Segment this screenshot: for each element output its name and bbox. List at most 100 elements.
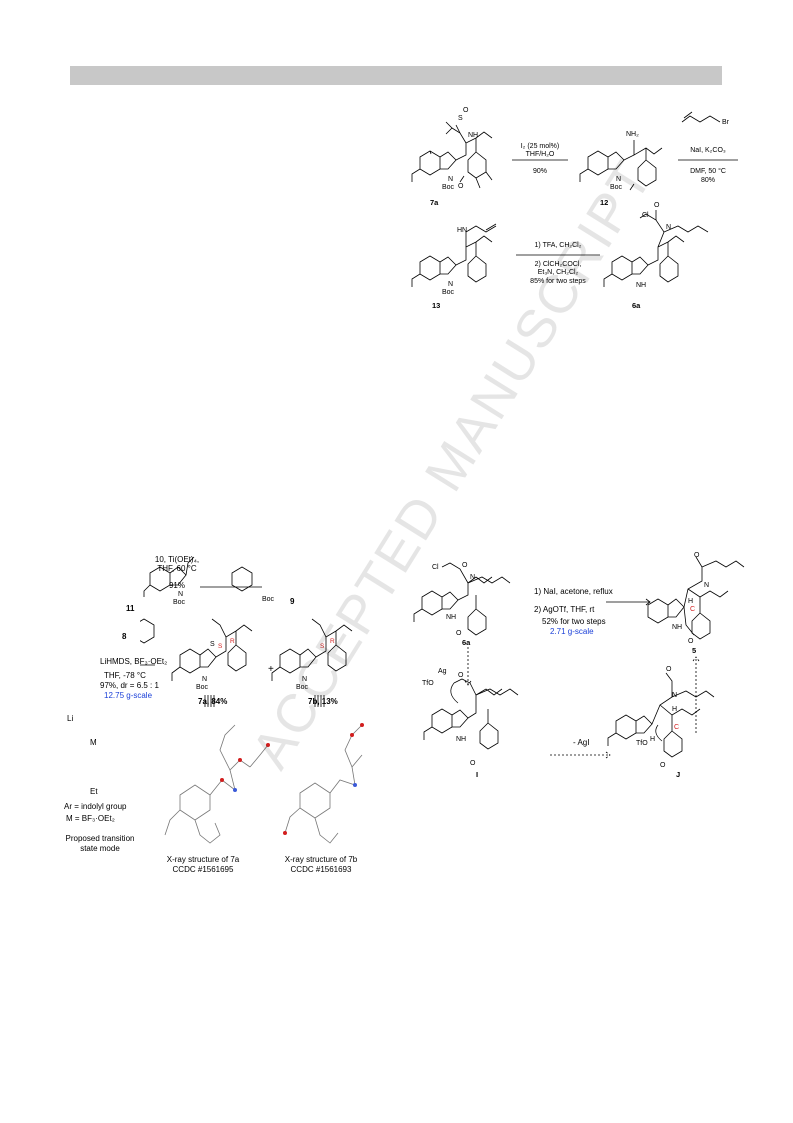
svg-text:HN: HN (457, 227, 467, 234)
label-13: 13 (432, 301, 440, 310)
svg-text:Cl: Cl (432, 564, 439, 571)
label-I: I (476, 770, 478, 779)
ts-title-2: state mode (80, 844, 120, 853)
step3-line2: 2) ClCH₂COCl, (535, 261, 582, 268)
step2-reagent: NaI, K₂CO₃ (690, 147, 726, 154)
step3-line3: Et₃N, CH₂Cl₂ (538, 269, 579, 276)
right-step-line4: 2.71 g-scale (550, 627, 594, 636)
svg-text:O: O (462, 562, 468, 569)
svg-text:H: H (672, 706, 677, 713)
svg-text:NH: NH (636, 282, 646, 289)
right-step-line1: 1) NaI, acetone, reflux (534, 587, 613, 596)
svg-text:N: N (470, 574, 475, 581)
right-step-line2: 2) AgOTf, THF, rt (534, 605, 595, 614)
xray-7a-line1: X-ray structure of 7a (166, 855, 240, 864)
svg-text:N: N (178, 591, 183, 598)
label-7a: 7a (430, 198, 439, 207)
ts-m-atom: M (90, 738, 97, 747)
scheme-top-drawing: N Boc S O NH O N Boc NH₂ Br N Boc HN NH … (411, 107, 738, 310)
svg-text:Boc: Boc (196, 684, 209, 691)
label-12: 12 (600, 198, 608, 207)
svg-text:R: R (330, 638, 335, 645)
svg-text:O: O (666, 666, 672, 673)
step-b-line1: LiHMDS, BF₃·OEt₂ (100, 657, 168, 666)
svg-text:O: O (458, 672, 464, 679)
product-7b: 7b, 13% (308, 697, 338, 706)
step-a-yield: 91% (168, 581, 185, 590)
svg-text:O: O (688, 638, 694, 645)
svg-text:TfO: TfO (422, 680, 434, 687)
svg-text:TfO: TfO (636, 740, 648, 747)
step1-reagent: I₂ (25 mol%) (521, 143, 560, 150)
svg-text:N: N (302, 676, 307, 683)
step-b-line2: THF, -78 °C (104, 671, 146, 680)
svg-text:N: N (616, 176, 621, 183)
svg-text:S: S (320, 643, 325, 650)
svg-text:Cl: Cl (642, 212, 649, 219)
svg-text:R: R (230, 638, 235, 645)
step-a-line1: 10, Ti(OEt)₄, (154, 555, 200, 564)
svg-text:O: O (470, 760, 476, 767)
svg-text:O: O (654, 202, 660, 209)
step-a-line2: THF, 60 °C (157, 564, 197, 573)
scheme-right-drawing: Cl O N NH O O N NH H O Ag TfO O NH O O N… (413, 552, 745, 779)
step3-line1: 1) TFA, CH₂Cl₂ (535, 242, 582, 249)
svg-text:S: S (458, 115, 463, 122)
svg-text:Boc: Boc (442, 289, 455, 296)
svg-text:N: N (448, 176, 453, 183)
svg-text:O: O (456, 630, 462, 637)
svg-text:O: O (660, 762, 666, 769)
label-11: 11 (126, 604, 135, 613)
svg-text:O: O (458, 183, 464, 190)
svg-text:N: N (672, 692, 677, 699)
svg-text:Boc: Boc (173, 599, 186, 606)
xray-7b-line1: X-ray structure of 7b (284, 855, 358, 864)
ts-ar: Ar = indolyl group (64, 802, 127, 811)
svg-text:S: S (218, 643, 223, 650)
label-9: 9 (290, 597, 295, 606)
label-6a-right: 6a (462, 638, 471, 647)
svg-text:NH₂: NH₂ (626, 131, 639, 138)
right-step-line3: 52% for two steps (542, 617, 606, 626)
svg-text:Boc: Boc (610, 184, 623, 191)
svg-text:Boc: Boc (262, 596, 275, 603)
label-8: 8 (122, 632, 127, 641)
step1-yield: 90% (533, 168, 547, 175)
step-b-line4: 12.75 g-scale (104, 691, 153, 700)
ts-et: Et (90, 787, 98, 796)
step3-line4: 85% for two steps (530, 278, 586, 285)
svg-text:Br: Br (722, 119, 730, 126)
svg-text:C: C (690, 606, 695, 613)
step2-yield: 80% (701, 177, 715, 184)
ts-m: M = BF₃·OEt₂ (66, 814, 115, 823)
step1-solvent: THF/H₂O (526, 151, 555, 158)
step-b-line3: 97%, dr = 6.5 : 1 (100, 681, 159, 690)
svg-text:H: H (688, 598, 693, 605)
header-bar (70, 66, 722, 85)
svg-text:N: N (202, 676, 207, 683)
agi-label: - AgI (573, 738, 590, 747)
ts-title-1: Proposed transition (65, 834, 135, 843)
svg-text:N: N (448, 281, 453, 288)
svg-text:S: S (210, 641, 215, 648)
plus-sign: + (268, 664, 274, 675)
label-5: 5 (692, 646, 696, 655)
svg-text:Boc: Boc (296, 684, 309, 691)
svg-text:O: O (694, 552, 700, 559)
svg-text:N: N (704, 582, 709, 589)
product-7a: 7a, 84% (198, 697, 228, 706)
scheme-left-drawing: N Boc Boc S N Boc N Boc S R S R (140, 556, 364, 844)
label-J: J (676, 770, 680, 779)
svg-text:H: H (650, 736, 655, 743)
svg-text:NH: NH (468, 132, 478, 139)
svg-text:C: C (674, 724, 679, 731)
svg-text:NH: NH (446, 614, 456, 621)
svg-text:Ag: Ag (438, 668, 447, 675)
ts-li: Li (67, 714, 74, 723)
boc-7a: Boc (442, 184, 455, 191)
xray-7a-line2: CCDC #1561695 (172, 865, 234, 874)
svg-text:NH: NH (456, 736, 466, 743)
label-6a-top: 6a (632, 301, 641, 310)
svg-text:NH: NH (672, 624, 682, 631)
xray-7b-line2: CCDC #1561693 (290, 865, 352, 874)
